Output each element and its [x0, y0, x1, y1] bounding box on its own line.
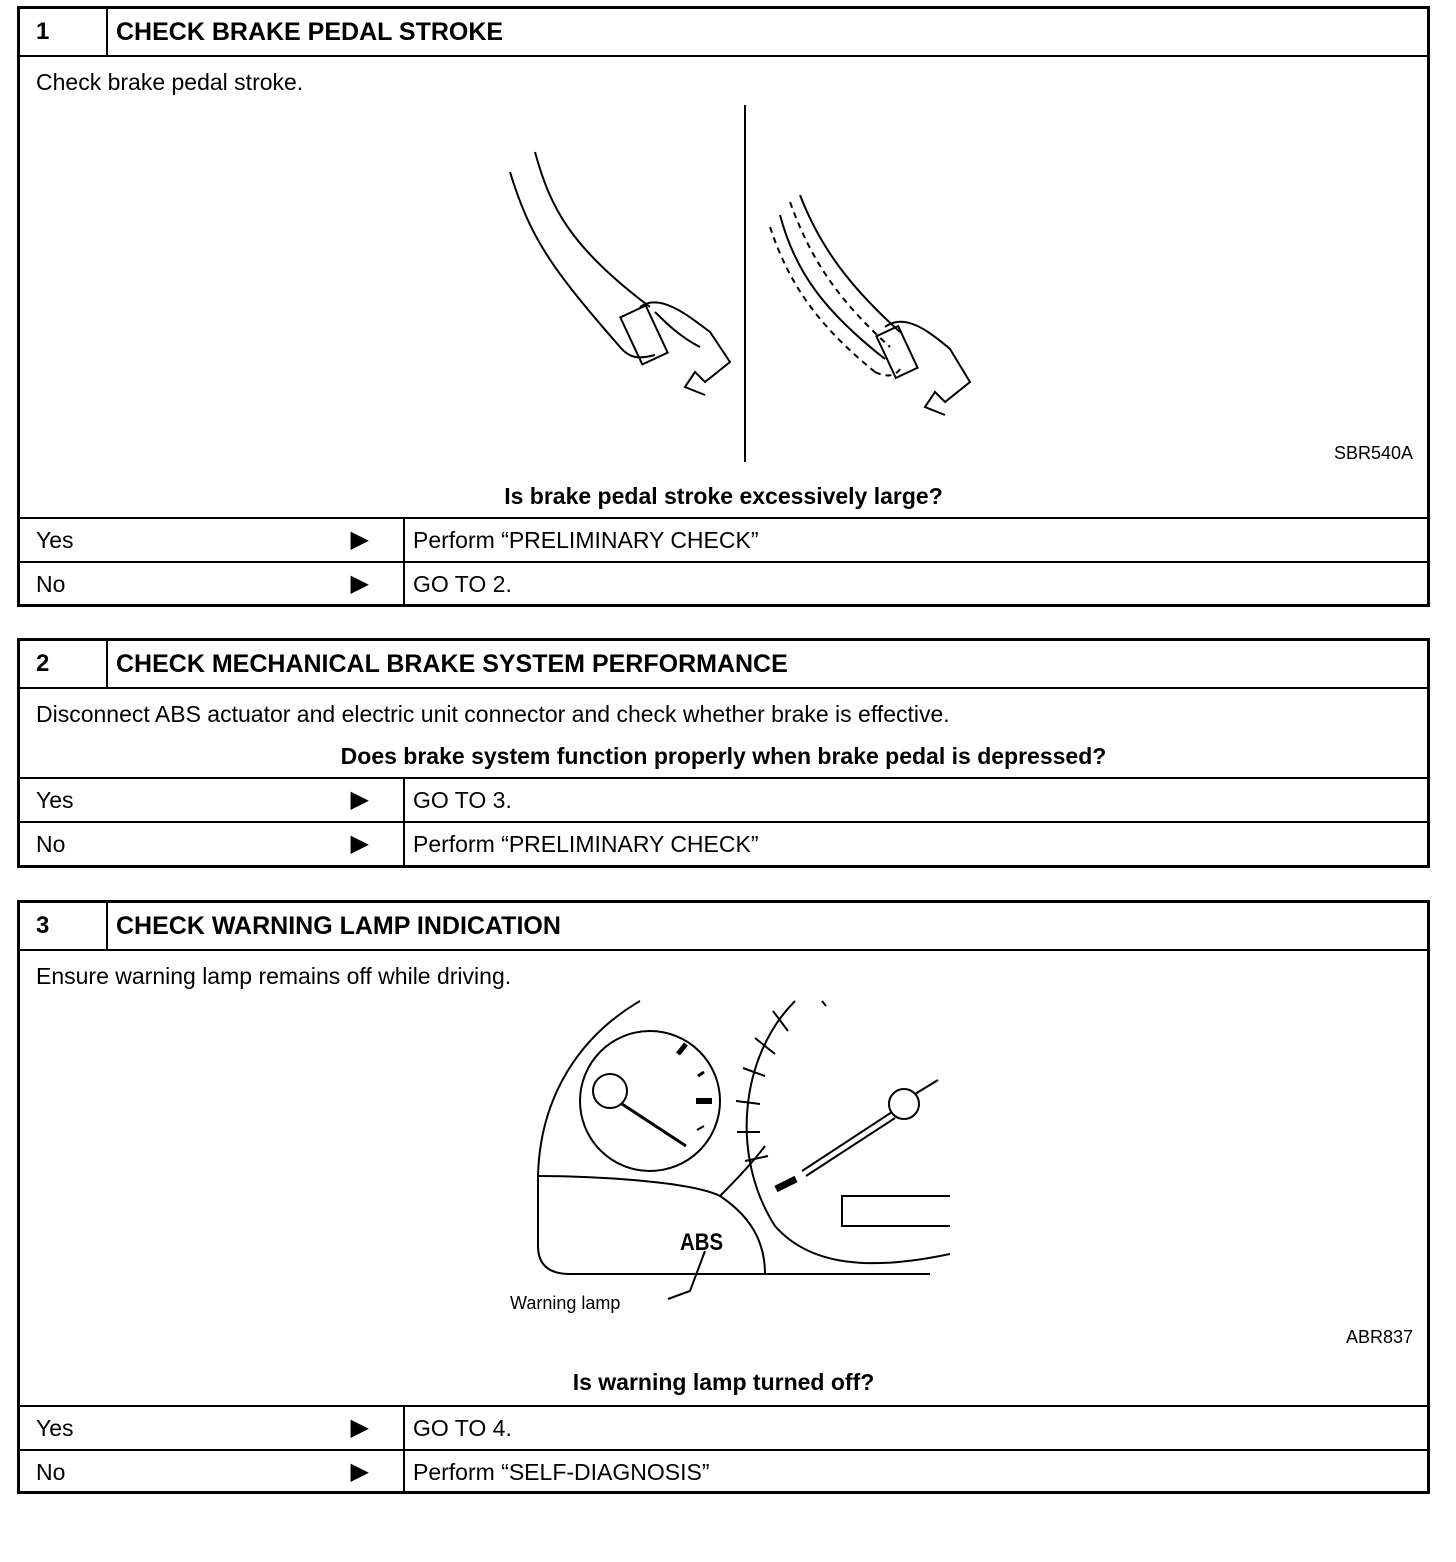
answer-row-yes[interactable]: Yes ▶ GO TO 4.	[20, 1407, 1427, 1449]
instrument-cluster-illustration	[537, 1000, 950, 1300]
step-title: CHECK MECHANICAL BRAKE SYSTEM PERFORMANC…	[116, 649, 788, 678]
step-title: CHECK WARNING LAMP INDICATION	[116, 911, 561, 940]
answer-row-no[interactable]: No ▶ GO TO 2.	[20, 561, 1427, 605]
step-1: 1 CHECK BRAKE PEDAL STROKE Check brake p…	[17, 6, 1430, 607]
answer-label: No	[36, 830, 66, 857]
answer-result[interactable]: Perform “PRELIMINARY CHECK”	[413, 830, 759, 857]
step-question: Is brake pedal stroke excessively large?	[504, 483, 943, 509]
answer-row-yes[interactable]: Yes ▶ GO TO 3.	[20, 779, 1427, 821]
step-header: 3 CHECK WARNING LAMP INDICATION	[20, 903, 1427, 951]
abs-warning-lamp-label: ABS	[680, 1229, 724, 1256]
step-header: 1 CHECK BRAKE PEDAL STROKE	[20, 9, 1427, 57]
answer-label: No	[36, 570, 66, 597]
figure-id: SBR540A	[1333, 443, 1413, 463]
answer-row-yes[interactable]: Yes ▶ Perform “PRELIMINARY CHECK”	[20, 519, 1427, 561]
step-question: Does brake system function properly when…	[340, 743, 1107, 769]
answer-result[interactable]: GO TO 3.	[413, 786, 512, 813]
step-3: 3 CHECK WARNING LAMP INDICATION Ensure w…	[17, 900, 1430, 1494]
right-triangle-arrow-icon: ▶	[350, 830, 369, 857]
right-triangle-arrow-icon: ▶	[350, 1414, 369, 1441]
right-triangle-arrow-icon: ▶	[350, 1458, 369, 1485]
step-number: 2	[20, 641, 108, 687]
step-2: 2 CHECK MECHANICAL BRAKE SYSTEM PERFORMA…	[17, 638, 1430, 868]
answer-row-no[interactable]: No ▶ Perform “PRELIMINARY CHECK”	[20, 821, 1427, 865]
right-triangle-arrow-icon: ▶	[350, 526, 369, 553]
answer-label: Yes	[36, 786, 74, 813]
step-body: Ensure warning lamp remains off while dr…	[20, 951, 1427, 1407]
step-instruction: Disconnect ABS actuator and electric uni…	[36, 701, 950, 727]
brake-pedal-illustration	[509, 105, 972, 462]
warning-lamp-callout: Warning lamp	[510, 1293, 621, 1313]
figure-id: ABR837	[1345, 1327, 1413, 1347]
answer-result[interactable]: Perform “SELF-DIAGNOSIS”	[413, 1458, 710, 1485]
answer-label: Yes	[36, 1414, 74, 1441]
answer-result[interactable]: GO TO 2.	[413, 570, 512, 597]
step-question: Is warning lamp turned off?	[572, 1369, 875, 1395]
step-instruction: Check brake pedal stroke.	[36, 69, 304, 95]
step-body: Check brake pedal stroke. SBR540A Is bra…	[20, 57, 1427, 519]
answer-result[interactable]: GO TO 4.	[413, 1414, 512, 1441]
step-instruction: Ensure warning lamp remains off while dr…	[36, 963, 512, 989]
step-header: 2 CHECK MECHANICAL BRAKE SYSTEM PERFORMA…	[20, 641, 1427, 689]
right-triangle-arrow-icon: ▶	[350, 786, 369, 813]
answer-label: No	[36, 1458, 66, 1485]
right-triangle-arrow-icon: ▶	[350, 570, 369, 597]
step-body: Disconnect ABS actuator and electric uni…	[20, 689, 1427, 779]
step-title: CHECK BRAKE PEDAL STROKE	[116, 17, 504, 46]
answer-label: Yes	[36, 526, 74, 553]
answer-row-no[interactable]: No ▶ Perform “SELF-DIAGNOSIS”	[20, 1449, 1427, 1493]
answer-result[interactable]: Perform “PRELIMINARY CHECK”	[413, 526, 759, 553]
step-number: 1	[20, 9, 108, 55]
step-number: 3	[20, 903, 108, 949]
